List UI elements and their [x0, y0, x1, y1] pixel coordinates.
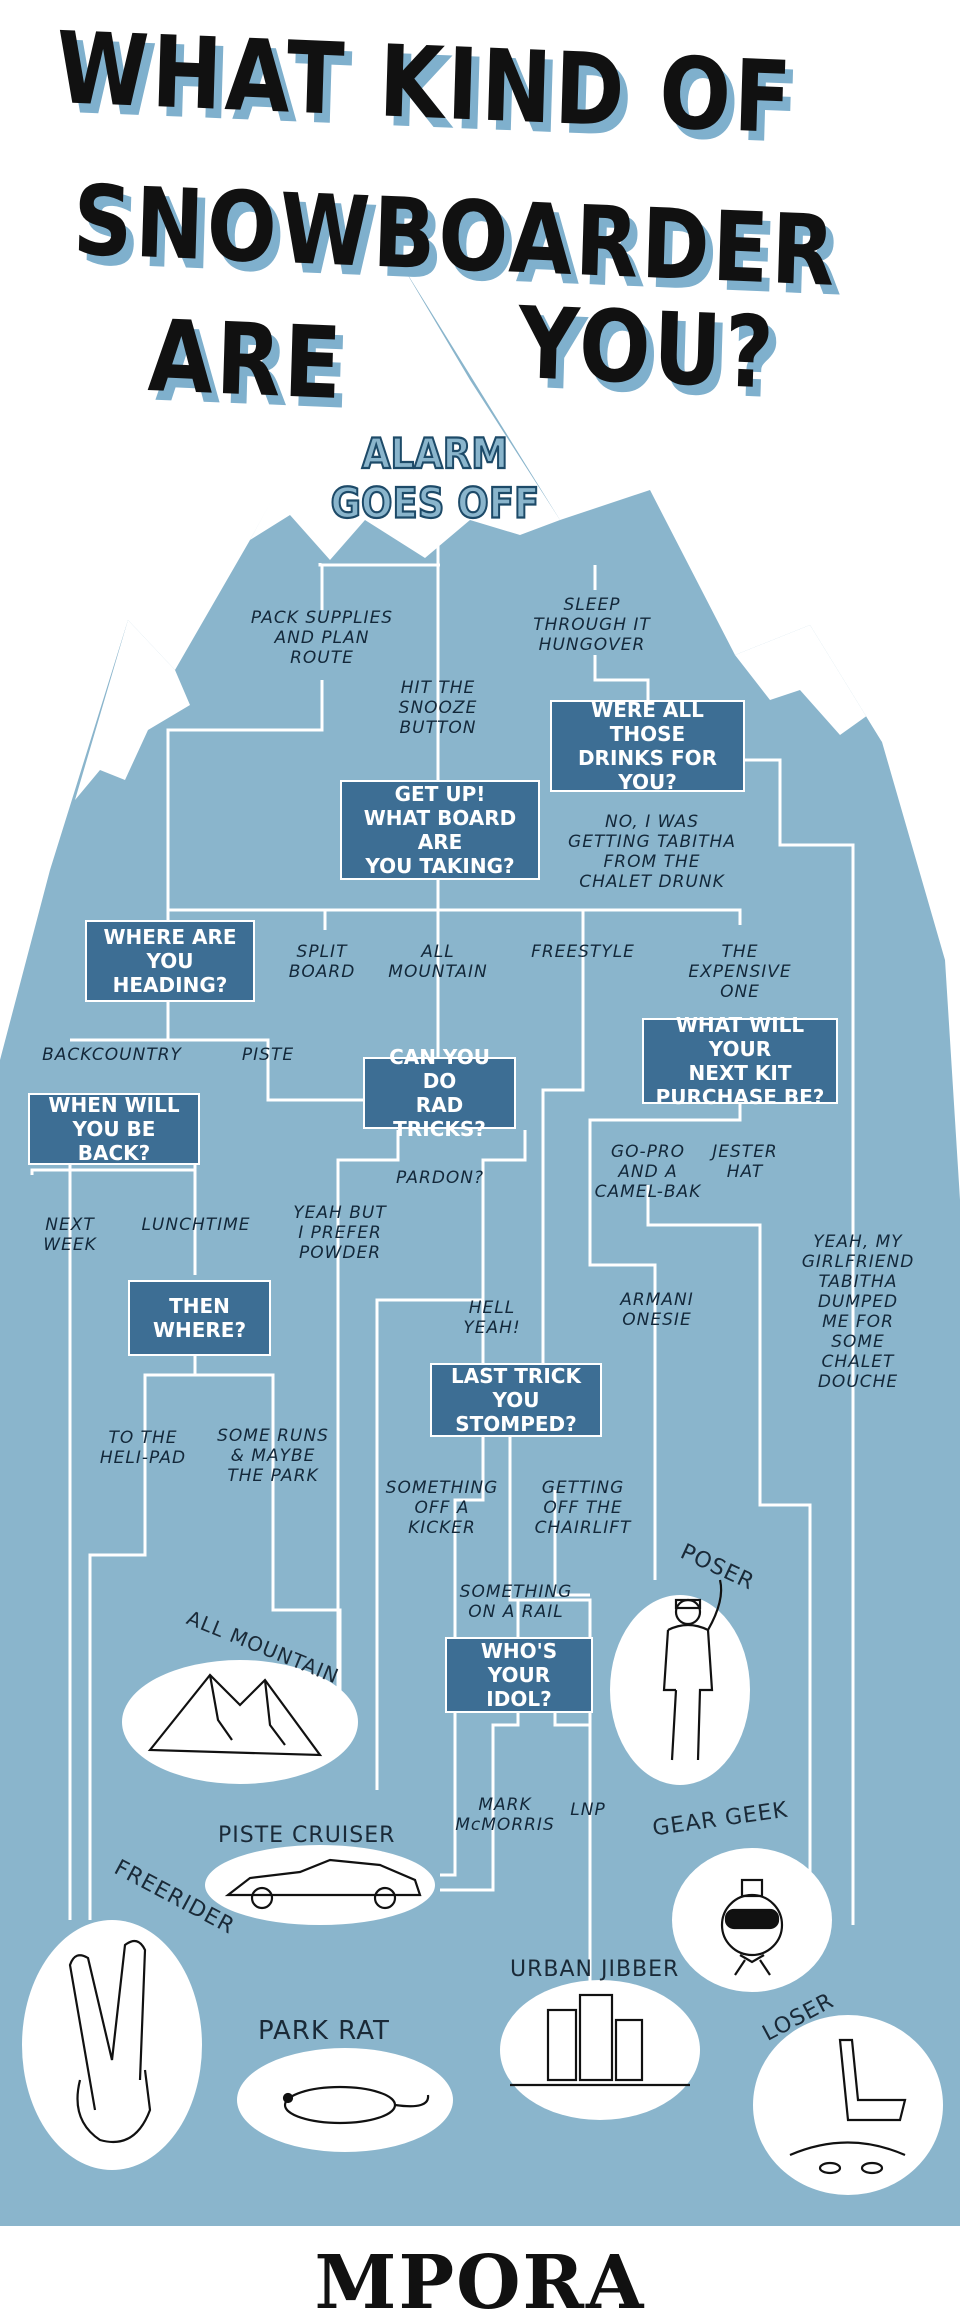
start-line-2: GOES OFF — [330, 478, 541, 528]
answer-some-runs: SOME RUNS & MAYBE THE PARK — [217, 1426, 329, 1486]
answer-rail: SOMETHING ON A RAIL — [459, 1582, 573, 1622]
freerider-blob — [22, 1920, 202, 2170]
snow-cap-main — [250, 262, 560, 560]
question-kit: WHAT WILL YOUR NEXT KIT PURCHASE BE? — [642, 1013, 838, 1109]
answer-all-mountain: ALL MOUNTAIN — [388, 942, 488, 982]
question-idol: WHO'S YOUR IDOL? — [445, 1637, 593, 1713]
connector-lines — [30, 545, 855, 1990]
title-line-3-you: YOU? — [516, 285, 779, 412]
park-rat-blob — [237, 2048, 453, 2152]
all-mountain-peaks-icon — [147, 1673, 323, 1757]
loser-hand-icon — [789, 2038, 907, 2175]
result-urban-jibber: URBAN JIBBER — [510, 1957, 680, 1982]
answer-heli: TO THE HELI-PAD — [99, 1428, 187, 1468]
answer-backcountry: BACKCOUNTRY — [42, 1045, 182, 1065]
result-piste-cruiser: PISTE CRUISER — [218, 1823, 396, 1848]
gear-geek-head-icon — [720, 1878, 784, 1976]
answer-mark: MARK McMORRIS — [455, 1795, 555, 1835]
answer-yeah-but: YEAH BUT I PREFER POWDER — [293, 1203, 387, 1263]
question-heading: WHERE ARE YOU HEADING? — [85, 920, 255, 1002]
answer-next-week: NEXT WEEK — [43, 1215, 97, 1255]
question-then: THEN WHERE? — [128, 1280, 271, 1356]
question-back: WHEN WILL YOU BE BACK? — [28, 1093, 200, 1165]
poser-figure-icon — [662, 1579, 723, 1761]
answer-freestyle: FREESTYLE — [531, 942, 635, 962]
loser-blob — [753, 2015, 943, 2195]
answer-kicker: SOMETHING OFF A KICKER — [385, 1478, 499, 1538]
answer-piste: PISTE — [241, 1045, 295, 1065]
answer-pardon: PARDON? — [395, 1168, 485, 1188]
answer-pack: PACK SUPPLIES AND PLAN ROUTE — [250, 608, 394, 668]
answer-expensive: THE EXPENSIVE ONE — [688, 942, 792, 1002]
question-board: GET UP! WHAT BOARD ARE YOU TAKING? — [340, 780, 540, 880]
question-drinks: WERE ALL THOSE DRINKS FOR YOU? — [550, 698, 745, 794]
urban-jibber-buildings-icon — [510, 1993, 690, 2087]
answer-girlfriend: YEAH, MY GIRLFRIEND TABITHA DUMPED ME FO… — [801, 1232, 915, 1392]
answer-tabitha: NO, I WAS GETTING TABITHA FROM THE CHALE… — [568, 812, 736, 892]
footer — [0, 2226, 960, 2323]
answer-armani: ARMANI ONESIE — [620, 1290, 694, 1330]
answer-hell-yeah: HELL YEAH! — [463, 1298, 521, 1338]
park-rat-icon — [282, 2085, 430, 2125]
answer-snooze: HIT THE SNOOZE BUTTON — [398, 678, 478, 738]
start-line-1: ALARM — [361, 429, 509, 479]
answer-jester: JESTER HAT — [712, 1142, 778, 1182]
piste-cruiser-car-icon — [224, 1858, 422, 1910]
question-tricks: CAN YOU DO RAD TRICKS? — [363, 1045, 516, 1141]
answer-chairlift: GETTING OFF THE CHAIRLIFT — [534, 1478, 632, 1538]
answer-split: SPLIT BOARD — [288, 942, 356, 982]
snow-cap-right — [735, 625, 882, 742]
poser-blob — [610, 1595, 750, 1785]
start-alarm: ALARM GOES OFF — [300, 429, 570, 529]
urban-jibber-blob — [500, 1980, 700, 2120]
answer-lnp: LNP — [570, 1800, 606, 1820]
answer-lunchtime: LUNCHTIME — [141, 1215, 251, 1235]
all-mountain-blob — [122, 1660, 358, 1784]
mpora-logo: MPORA — [314, 2240, 646, 2323]
question-last-trick: LAST TRICK YOU STOMPED? — [430, 1363, 602, 1437]
title-line-3-are: ARE — [146, 298, 346, 422]
snow-cap-left — [75, 620, 190, 800]
freerider-peace-hand-icon — [68, 1939, 152, 2144]
answer-sleep: SLEEP THROUGH IT HUNGOVER — [533, 595, 651, 655]
answer-gopro: GO-PRO AND A CAMEL-BAK — [594, 1142, 702, 1202]
result-park-rat: PARK RAT — [258, 2016, 390, 2046]
